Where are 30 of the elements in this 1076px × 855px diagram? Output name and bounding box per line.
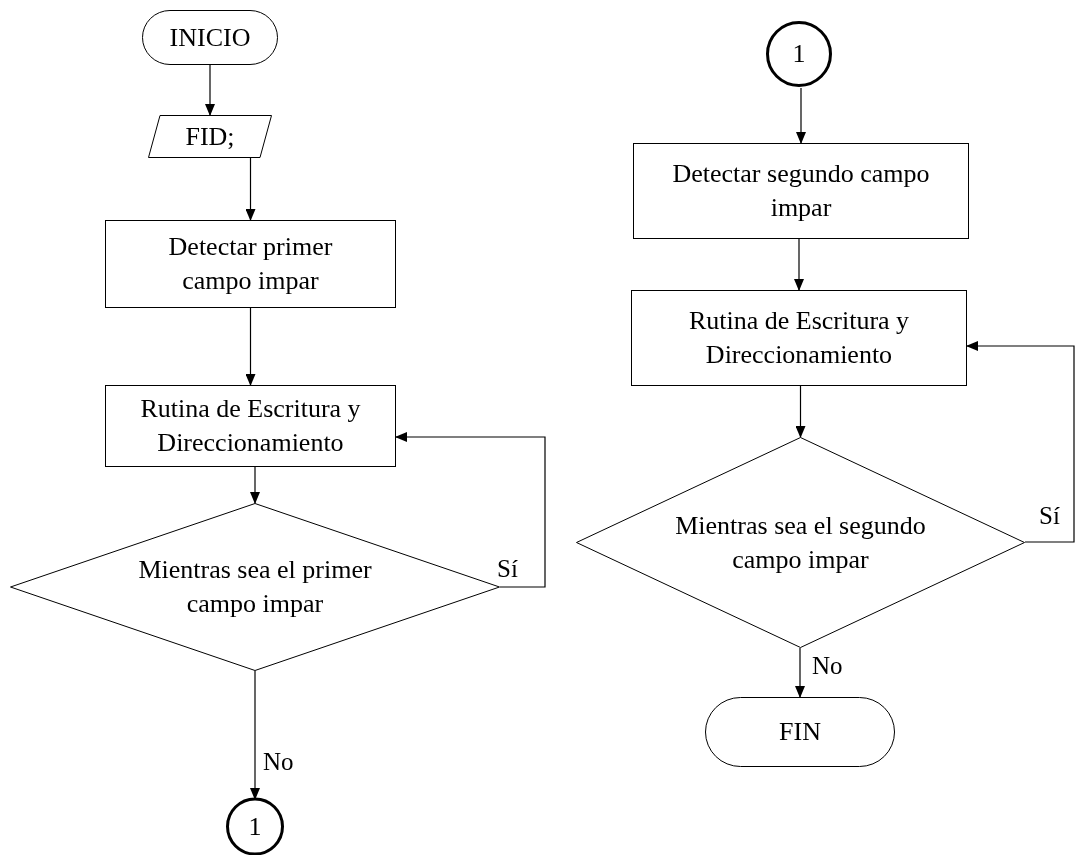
arrow (395, 432, 546, 588)
node-label: Mientras sea el segundo campo impar (674, 509, 927, 576)
arrow (245, 157, 256, 221)
arrow (795, 385, 806, 438)
arrow (794, 238, 804, 291)
process-box (633, 143, 969, 239)
node-label: INICIO (169, 21, 251, 54)
arrow (205, 64, 215, 116)
node-label: Rutina de Escritura y Direccionamiento (139, 393, 362, 459)
node-label: Mientras sea el primer campo impar (137, 554, 373, 620)
node-label: Rutina de Escritura y Direccionamiento (687, 305, 911, 371)
arrow (966, 341, 1075, 543)
process-box (631, 290, 967, 386)
process-box (105, 220, 396, 308)
node-label: FIN (779, 716, 821, 749)
node-label: 1 (792, 38, 806, 71)
decision-diamond (576, 437, 1025, 648)
node-label: FID; (185, 120, 235, 153)
arrow (250, 670, 260, 800)
node-label: Detectar segundo campo impar (671, 158, 931, 224)
node-label: Detectar primer campo impar (167, 231, 334, 297)
input-parallelogram (148, 115, 272, 158)
arrow (795, 647, 805, 698)
connector-circle (766, 20, 832, 88)
arrow (796, 87, 806, 144)
process-box (105, 385, 396, 467)
node-label: 1 (248, 810, 262, 843)
decision-diamond (10, 503, 500, 671)
arrow (245, 307, 256, 386)
arrow (250, 466, 260, 504)
